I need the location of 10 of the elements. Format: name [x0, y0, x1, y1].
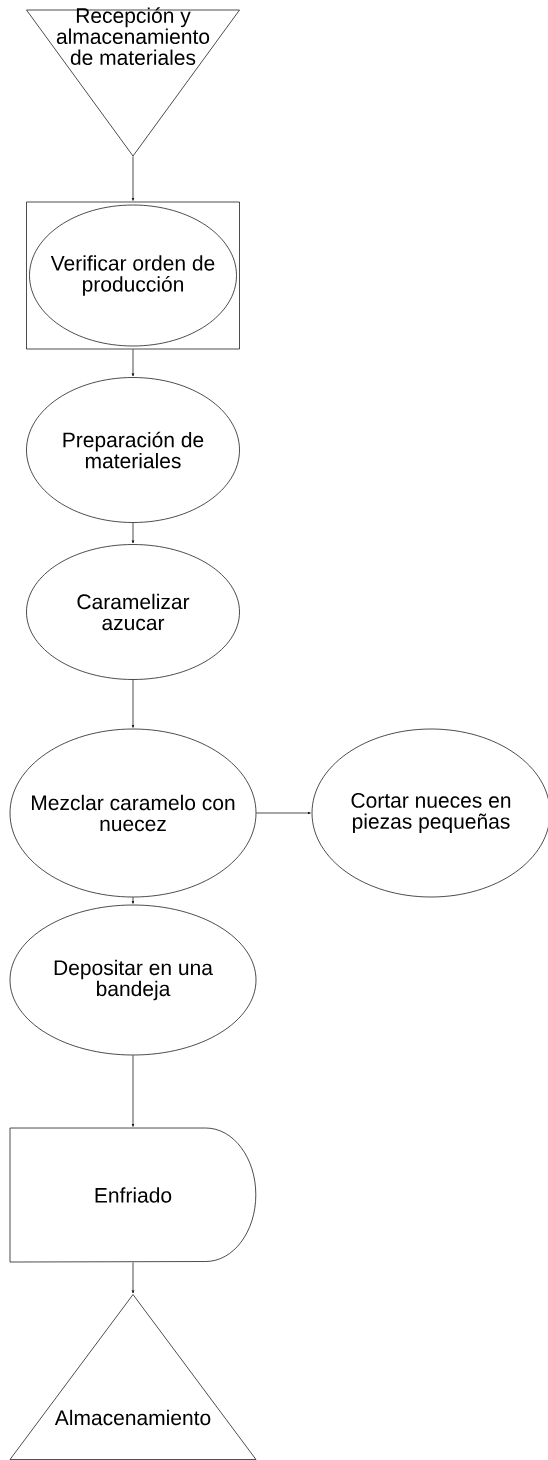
arrow — [131, 897, 135, 904]
arrow — [131, 1055, 135, 1127]
arrow — [131, 156, 135, 201]
arrow — [131, 1262, 135, 1294]
arrow — [256, 811, 311, 815]
arrow — [131, 349, 135, 377]
storage-triangle: Recepción y almacenamiento de materiales — [26, 7, 240, 157]
storage-triangle: Almacenamiento — [9, 1294, 257, 1460]
arrow — [131, 679, 135, 728]
arrow — [131, 522, 135, 544]
